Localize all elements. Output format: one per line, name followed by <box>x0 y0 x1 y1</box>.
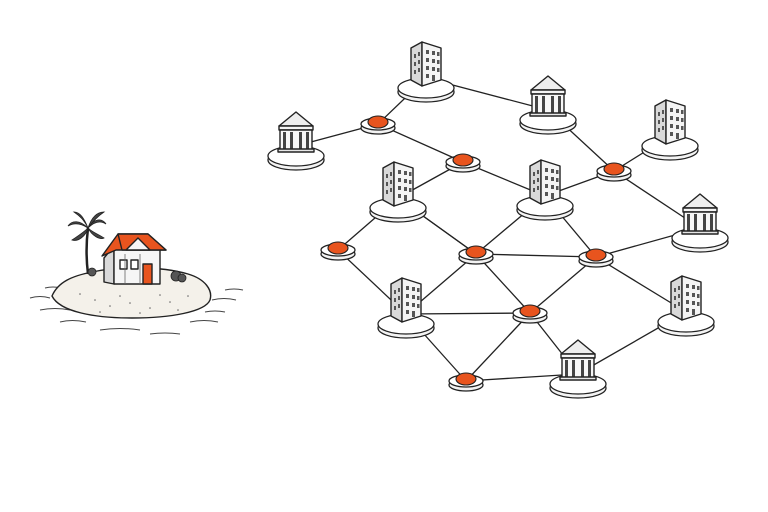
tower-building-icon <box>529 159 561 205</box>
edge-h7-h8 <box>465 312 531 382</box>
edge-h6-h7 <box>529 256 597 314</box>
bank-building-icon <box>277 111 315 153</box>
edge-h8-b10 <box>465 373 579 382</box>
building-node-b6 <box>641 99 699 161</box>
tower-building-icon <box>654 99 686 145</box>
tower-building-icon <box>382 161 414 207</box>
building-node-b3 <box>267 111 325 171</box>
shrub-icon <box>87 267 187 283</box>
hub-node-h4 <box>320 241 356 261</box>
building-node-b2 <box>519 75 577 135</box>
hub-node-h7 <box>512 304 548 324</box>
tower-building-icon <box>670 275 702 321</box>
tower-building-icon <box>410 41 442 87</box>
building-node-b4 <box>369 161 427 223</box>
building-node-b10 <box>549 339 607 399</box>
building-node-b1 <box>397 41 455 103</box>
building-node-b7 <box>671 193 729 253</box>
bank-building-icon <box>529 75 567 117</box>
hub-node-h3 <box>596 162 632 182</box>
edge-h5-h6 <box>475 253 597 258</box>
bank-building-icon <box>681 193 719 235</box>
network-nodes <box>267 41 729 399</box>
hub-node-h1 <box>360 115 396 135</box>
hub-node-h5 <box>458 245 494 265</box>
water-ripples <box>29 286 244 335</box>
island-illustration <box>29 211 244 335</box>
edge-b8-h7 <box>405 312 531 315</box>
palm-tree-icon <box>67 211 107 275</box>
building-node-b5 <box>516 159 574 221</box>
bank-building-icon <box>559 339 597 381</box>
house-icon <box>101 233 167 285</box>
tower-building-icon <box>390 277 422 323</box>
hub-node-h2 <box>445 153 481 173</box>
building-node-b9 <box>657 275 715 337</box>
network-edges <box>295 77 701 382</box>
edge-h5-h7 <box>475 253 531 314</box>
hub-node-h6 <box>578 248 614 268</box>
building-node-b8 <box>377 277 435 339</box>
hub-node-h8 <box>448 372 484 392</box>
